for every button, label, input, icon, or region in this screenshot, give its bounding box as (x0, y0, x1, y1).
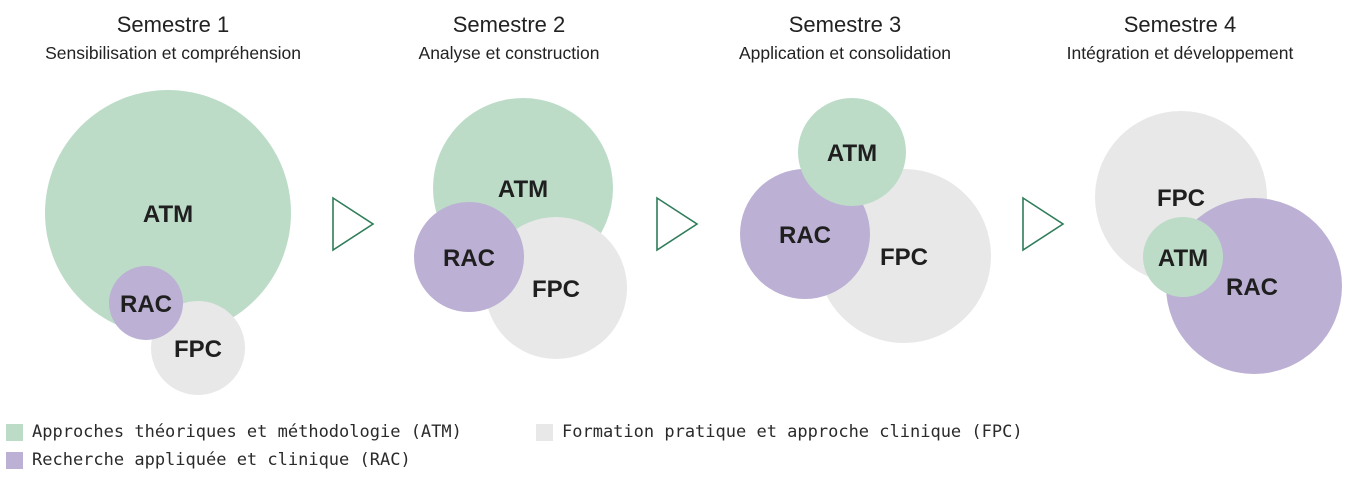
label-rac: RAC (1226, 274, 1278, 301)
circle-atm (45, 90, 291, 336)
legend-swatch-fpc (536, 423, 553, 441)
circle-atm (798, 98, 906, 206)
semester-1-title: Semestre 1 (116, 12, 230, 37)
semester-4-circles: FPC RAC ATM (1095, 111, 1342, 374)
label-fpc: FPC (174, 336, 222, 363)
semester-1-subtitle: Sensibilisation et compréhension (45, 43, 301, 63)
legend-label-rac: Recherche appliquée et clinique (RAC) (32, 450, 411, 470)
label-atm: ATM (827, 140, 877, 167)
semester-2-title: Semestre 2 (452, 12, 566, 37)
label-atm: ATM (1158, 245, 1208, 272)
label-fpc: FPC (532, 276, 580, 303)
circle-atm (1143, 217, 1223, 297)
legend-swatch-atm (6, 423, 23, 441)
legend-label-atm: Approches théoriques et méthodologie (AT… (32, 422, 462, 442)
legend-label-fpc: Formation pratique et approche clinique … (562, 422, 1023, 442)
legend-item-atm: Approches théoriques et méthodologie (AT… (6, 422, 462, 442)
legend-swatch-rac (6, 451, 23, 469)
legend-item-rac: Recherche appliquée et clinique (RAC) (6, 450, 411, 470)
semester-4-subtitle: Intégration et développement (1066, 43, 1294, 63)
semester-3-title: Semestre 3 (788, 12, 902, 37)
label-atm: ATM (143, 201, 193, 228)
label-fpc: FPC (1157, 185, 1205, 212)
circle-rac (109, 266, 183, 340)
label-fpc: FPC (880, 244, 928, 271)
label-atm: ATM (498, 176, 548, 203)
semester-1-circles: ATM FPC RAC (45, 90, 291, 395)
semester-3-subtitle: Application et consolidation (738, 43, 952, 63)
semester-2-circles: ATM FPC RAC (414, 98, 627, 359)
next-arrow-icon (332, 196, 375, 252)
label-rac: RAC (443, 245, 495, 272)
circle-rac (414, 202, 524, 312)
label-rac: RAC (120, 291, 172, 318)
next-arrow-icon (656, 196, 699, 252)
semester-4-title: Semestre 4 (1123, 12, 1237, 37)
legend-item-fpc: Formation pratique et approche clinique … (536, 422, 1023, 442)
semester-2-subtitle: Analyse et construction (418, 43, 600, 63)
label-rac: RAC (779, 222, 831, 249)
semester-3-circles: FPC RAC ATM (740, 98, 991, 343)
next-arrow-icon (1022, 196, 1065, 252)
